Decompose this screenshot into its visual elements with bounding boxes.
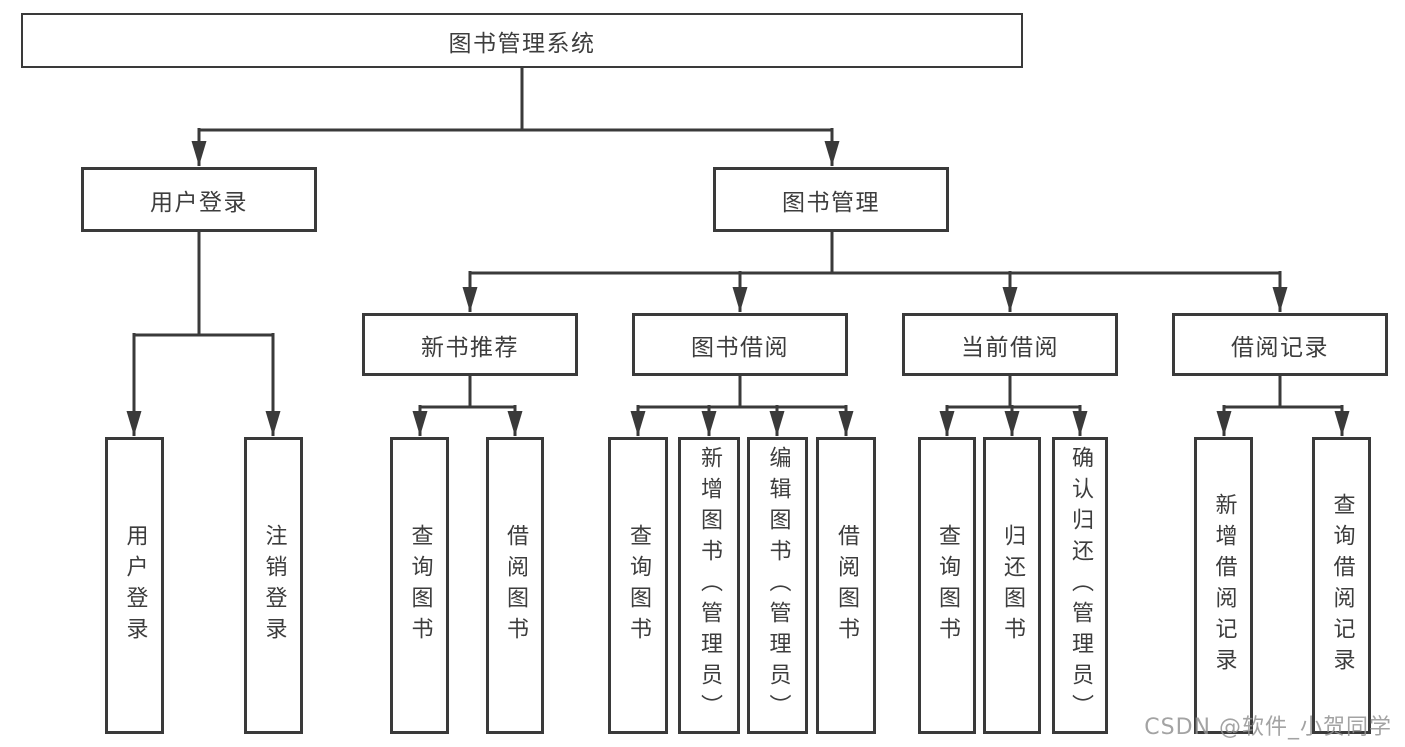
- node-borrowing-records: 借阅记录: [1172, 313, 1388, 376]
- node-library-management-system: 图书管理系统: [21, 13, 1023, 68]
- node-book-borrowing: 图书借阅: [632, 313, 848, 376]
- node-leaf-query-books-current: 查询图书: [918, 437, 976, 734]
- node-current-borrowing: 当前借阅: [902, 313, 1118, 376]
- node-leaf-borrow-books-borrow: 借阅图书: [816, 437, 876, 734]
- node-leaf-edit-book-admin: 编辑图书（管理员）: [747, 437, 808, 734]
- node-leaf-query-books-recommend: 查询图书: [390, 437, 449, 734]
- node-user-login: 用户登录: [81, 167, 317, 232]
- node-leaf-query-books-borrow: 查询图书: [608, 437, 668, 734]
- node-book-management: 图书管理: [713, 167, 949, 232]
- csdn-watermark: CSDN @软件_小贺同学: [1144, 715, 1392, 740]
- node-leaf-confirm-return-admin: 确认归还（管理员）: [1052, 437, 1108, 734]
- node-new-book-recommendation: 新书推荐: [362, 313, 578, 376]
- node-leaf-add-book-admin: 新增图书（管理员）: [678, 437, 740, 734]
- node-leaf-add-borrow-record: 新增借阅记录: [1194, 437, 1253, 734]
- node-leaf-user-login: 用户登录: [105, 437, 164, 734]
- node-leaf-borrow-books-recommend: 借阅图书: [486, 437, 544, 734]
- node-leaf-query-borrow-record: 查询借阅记录: [1312, 437, 1371, 734]
- node-leaf-logout: 注销登录: [244, 437, 303, 734]
- node-leaf-return-books: 归还图书: [983, 437, 1041, 734]
